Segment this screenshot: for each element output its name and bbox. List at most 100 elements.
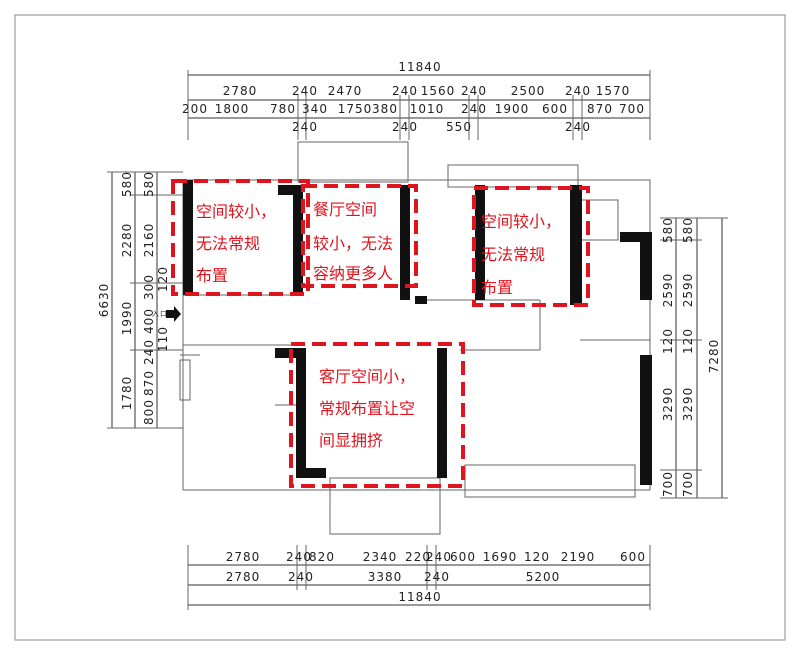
highlight-bedroom-left <box>171 179 310 296</box>
plan-solid-walls <box>183 180 652 485</box>
bottom-dimensions-row2: 2780 240 3380 240 5200 <box>226 570 561 584</box>
dim-label: 240 <box>392 84 418 98</box>
annotation-line: 无法常规 <box>481 245 545 264</box>
dim-label: 2340 <box>363 550 398 564</box>
dim-label: 700 <box>681 471 695 497</box>
annotation-line: 布置 <box>481 278 513 297</box>
dim-label: 1990 <box>120 301 134 336</box>
annotation-line: 客厅空间小， <box>319 367 415 386</box>
top-dimensions-row2: 200 1800 780 340 1750 380 1010 240 1900 … <box>182 102 645 116</box>
dim-right-total: 7280 <box>707 339 721 374</box>
dim-label: 800 <box>142 399 156 425</box>
dim-label: 1900 <box>495 102 530 116</box>
dim-label: 200 <box>182 102 208 116</box>
dim-label: 220 <box>405 550 431 564</box>
dim-label: 400 <box>142 308 156 334</box>
dim-label: 1750 <box>338 102 373 116</box>
dim-label: 240 <box>292 84 318 98</box>
dim-label: 550 <box>446 120 472 134</box>
highlight-bedroom-right <box>472 186 590 307</box>
dimension-lines <box>107 70 728 610</box>
dim-label: 300 <box>142 274 156 300</box>
annotation-line: 间显拥挤 <box>319 431 383 450</box>
annotation-line: 较小，无法 <box>313 234 393 253</box>
annotation-dining: 餐厅空间 较小，无法 容纳更多人 <box>313 200 393 283</box>
dim-label: 3290 <box>681 387 695 422</box>
right-dimensions-col2: 580 2590 120 3290 700 <box>681 217 695 497</box>
dim-total-bottom: 11840 <box>398 590 441 604</box>
dim-label: 2280 <box>120 223 134 258</box>
dim-label: 1800 <box>215 102 250 116</box>
dim-label: 1570 <box>596 84 631 98</box>
dim-label: 240 <box>142 339 156 365</box>
left-dimensions-col2: 580 2160 300 400 240 870 800 <box>142 171 156 425</box>
dim-label: 600 <box>542 102 568 116</box>
dim-label: 5200 <box>526 570 561 584</box>
annotation-line: 空间较小， <box>196 202 276 221</box>
dim-label: 600 <box>450 550 476 564</box>
dim-label: 700 <box>661 471 675 497</box>
dim-label: 580 <box>681 217 695 243</box>
dim-label: 2590 <box>681 273 695 308</box>
dim-total-top: 11840 <box>398 60 441 74</box>
annotation-living: 客厅空间小， 常规布置让空 间显拥挤 <box>319 367 415 450</box>
dim-label: 340 <box>302 102 328 116</box>
dim-label: 1560 <box>421 84 456 98</box>
dim-label: 870 <box>142 370 156 396</box>
annotation-line: 空间较小， <box>481 212 561 231</box>
drawing-frame <box>14 14 786 641</box>
dim-label: 700 <box>619 102 645 116</box>
dim-label: 120 <box>661 328 675 354</box>
dim-label: 2780 <box>226 550 261 564</box>
dim-label: 820 <box>309 550 335 564</box>
annotation-bedroom-left: 空间较小， 无法常规 布置 <box>196 202 276 285</box>
dim-label: 2590 <box>661 273 675 308</box>
dim-label: 580 <box>661 217 675 243</box>
dim-label: 240 <box>461 102 487 116</box>
left-dimensions-col1: 580 2280 1990 1780 <box>120 171 134 410</box>
dim-label: 2500 <box>511 84 546 98</box>
dim-left-total: 6630 <box>97 283 111 318</box>
annotation-line: 常规布置让空 <box>319 399 415 418</box>
dim-label: 240 <box>461 84 487 98</box>
highlight-living <box>289 342 465 488</box>
dim-label: 3290 <box>661 387 675 422</box>
dim-label: 240 <box>286 550 312 564</box>
dim-label: 240 <box>288 570 314 584</box>
dim-label: 580 <box>120 171 134 197</box>
dim-label: 780 <box>270 102 296 116</box>
dim-label: 120 <box>681 328 695 354</box>
dim-label: 120 <box>524 550 550 564</box>
dim-label: 2780 <box>223 84 258 98</box>
entry-label: 入口 <box>152 310 168 318</box>
right-dimensions-col1: 580 2590 120 3290 700 <box>661 217 675 497</box>
dim-label: 870 <box>587 102 613 116</box>
dim-label: 600 <box>620 550 646 564</box>
annotation-line: 容纳更多人 <box>313 264 393 283</box>
dim-label: 110 <box>156 326 170 352</box>
left-dimensions-col3: 120 110 <box>156 266 170 352</box>
annotation-bedroom-right: 空间较小， 无法常规 布置 <box>481 212 561 297</box>
entry-marker: 入口 <box>152 306 181 322</box>
dim-label: 1780 <box>120 376 134 411</box>
annotation-line: 无法常规 <box>196 234 260 253</box>
dim-label: 1690 <box>483 550 518 564</box>
dim-label: 240 <box>426 550 452 564</box>
top-dimensions-row1: 2780 240 2470 240 1560 240 2500 240 1570 <box>223 84 631 98</box>
dim-label: 2470 <box>328 84 363 98</box>
dim-label: 3380 <box>368 570 403 584</box>
dim-label: 2190 <box>561 550 596 564</box>
dim-label: 240 <box>565 120 591 134</box>
dim-label: 240 <box>565 84 591 98</box>
dim-label: 2160 <box>142 223 156 258</box>
annotation-line: 餐厅空间 <box>313 200 377 219</box>
dim-label: 240 <box>424 570 450 584</box>
dim-label: 2780 <box>226 570 261 584</box>
dim-label: 120 <box>156 266 170 292</box>
dim-label: 240 <box>292 120 318 134</box>
dim-label: 580 <box>142 171 156 197</box>
dim-label: 240 <box>392 120 418 134</box>
top-dimensions-row3: 240 240 550 240 <box>292 120 591 134</box>
